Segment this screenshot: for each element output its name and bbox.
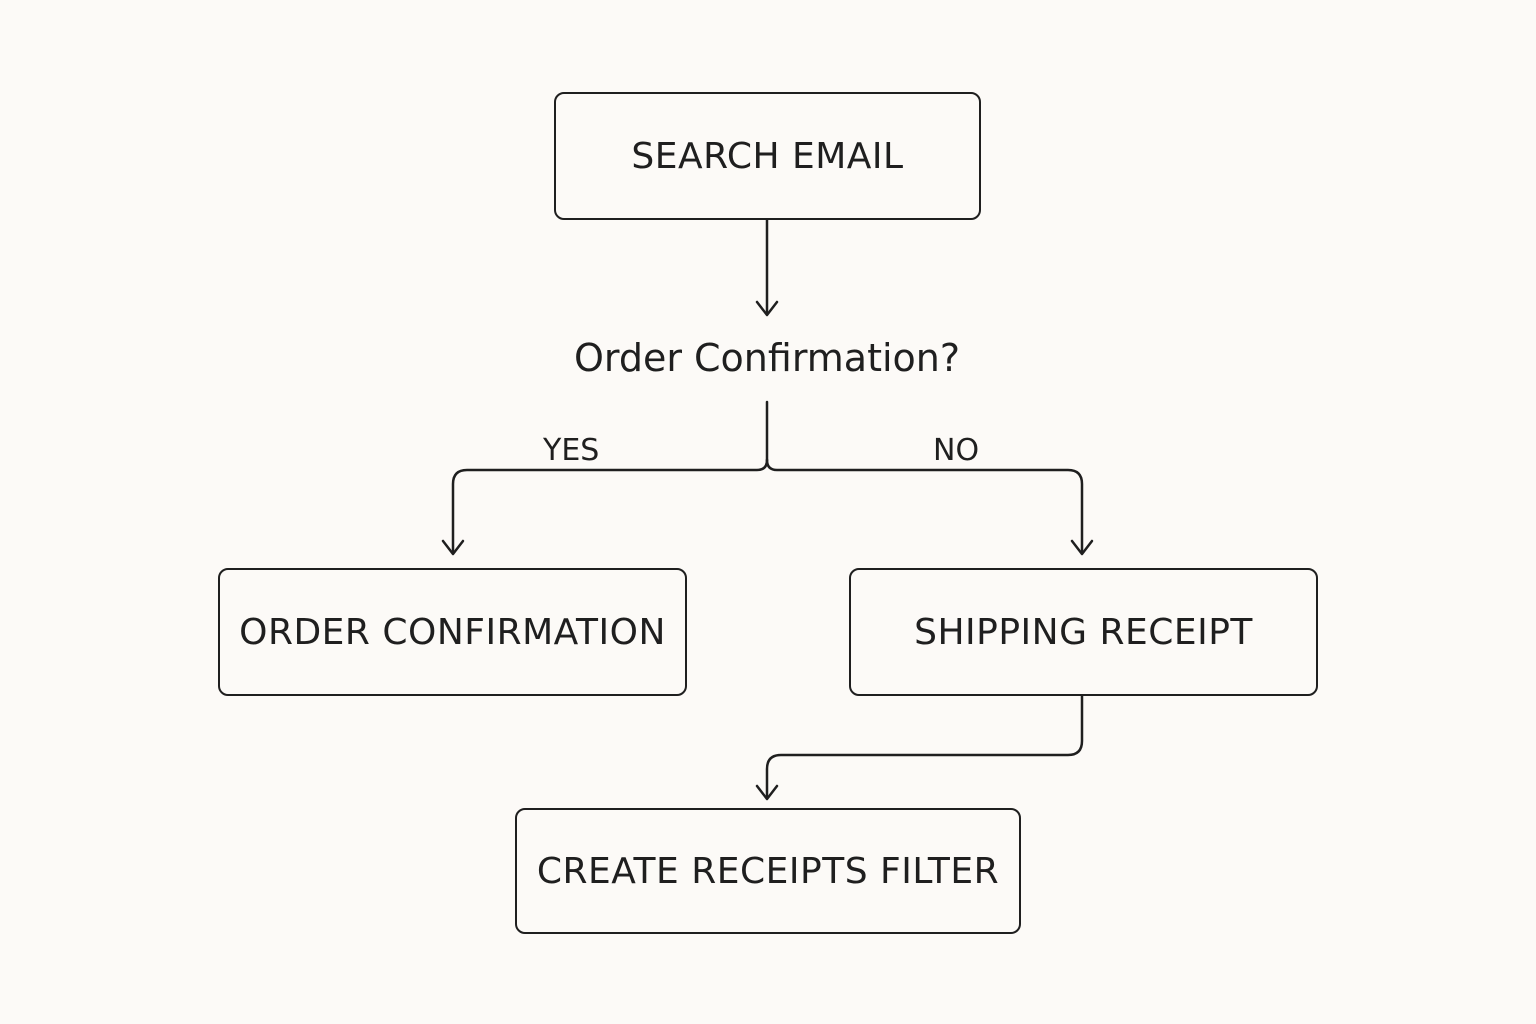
shipping-receipt-node: SHIPPING RECEIPT [849,568,1318,696]
arrowhead-order [441,539,465,556]
branch-label-yes: YES [543,433,600,468]
create-receipts-filter-label: CREATE RECEIPTS FILTER [536,850,1000,892]
arrowhead-filter [755,784,779,801]
arrowhead-decision [755,300,779,317]
search-email-label: SEARCH EMAIL [631,135,904,177]
edge-decision-to-order [451,458,769,554]
order-confirmation-node: ORDER CONFIRMATION [218,568,687,696]
edge-decision-to-shipping [765,458,1084,554]
shipping-receipt-label: SHIPPING RECEIPT [914,611,1253,653]
create-receipts-filter-node: CREATE RECEIPTS FILTER [515,808,1021,934]
edge-shipping-to-filter [765,694,1084,799]
order-confirmation-label: ORDER CONFIRMATION [239,611,666,653]
search-email-node: SEARCH EMAIL [554,92,981,220]
branch-label-no: NO [933,433,980,468]
decision-order-confirmation: Order Confirmation? [573,336,961,380]
arrowhead-shipping [1070,539,1094,556]
